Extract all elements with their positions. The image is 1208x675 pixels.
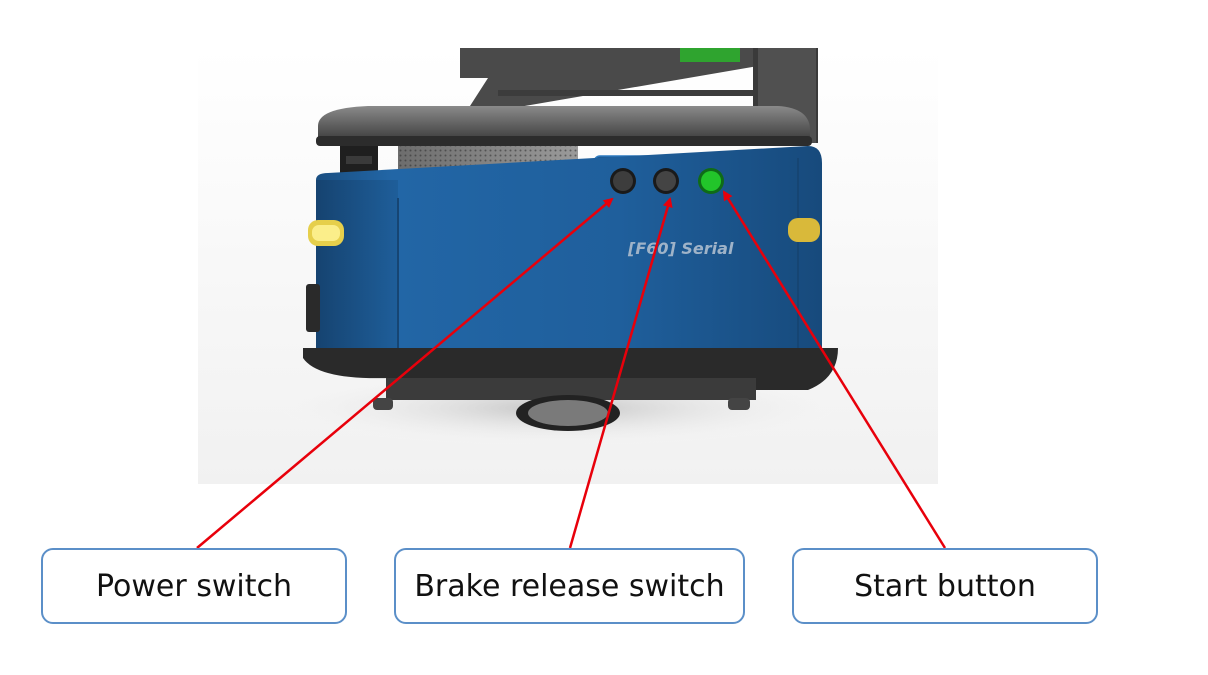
robot-base-image: [F60] Serial (198, 48, 938, 484)
brake-release-switch-callout: Brake release switch (394, 548, 745, 624)
power-switch-callout: Power switch (41, 548, 347, 624)
brake-release-switch-label: Brake release switch (414, 568, 725, 604)
power-switch-label: Power switch (95, 568, 292, 604)
start-button-callout: Start button (792, 548, 1098, 624)
model-label: [F60] Serial (627, 239, 734, 258)
start-button-label: Start button (854, 568, 1036, 604)
